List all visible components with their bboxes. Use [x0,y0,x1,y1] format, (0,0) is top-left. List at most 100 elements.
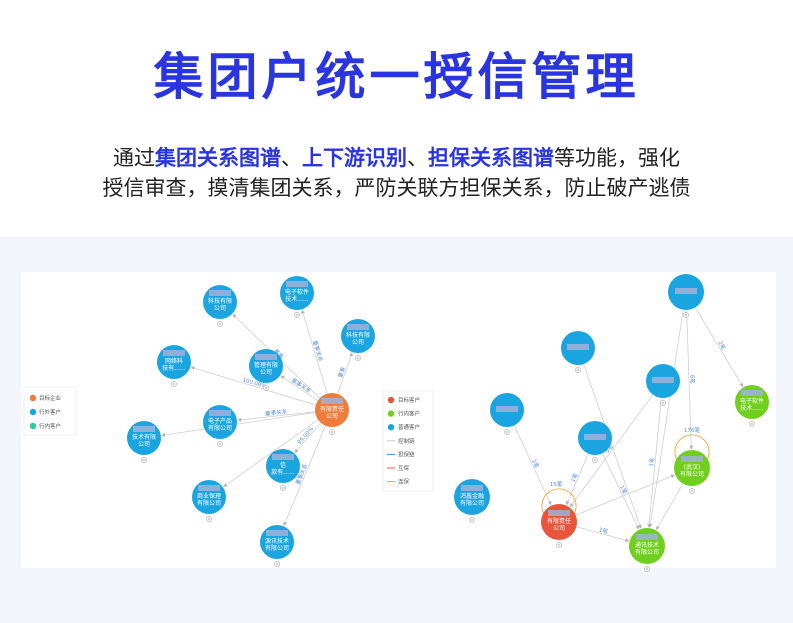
page-title: 集团户统一授信管理 [153,48,640,106]
graph-edge [656,483,684,531]
graph-edge [686,309,694,450]
node-label: 科技有限 [346,331,370,339]
graph-edge [569,394,654,508]
node-label: 鸿鑫金融 [460,492,484,500]
redacted-name-bar [255,354,277,360]
graph-edge [280,375,319,401]
legend-swatch [29,394,37,402]
left-node-n5[interactable]: 网络科技有...... [157,345,191,387]
node-label: (武汉) [684,463,701,471]
node-label: 有限公司 [635,548,659,556]
redacted-name-bar [461,485,483,491]
legend-swatch [387,396,395,404]
subtitle-line-1: 通过集团关系图谱、上下游识别、担保关系图谱等功能，强化 [0,143,793,173]
redacted-name-bar [681,456,703,462]
edge-label: 176笔 [684,426,700,434]
edge-label: 董事关系 [311,339,325,363]
legend-label: 目标客户 [398,396,420,404]
edge-label: 2笔 [716,339,728,351]
legend-swatch [29,422,37,430]
graph-edge [647,397,662,528]
node-label: 有限公司 [208,424,232,432]
subtitle-separator: 、 [407,146,428,170]
right-node-r7[interactable]: (武汉)有限公司 [674,450,710,494]
header-area: 集团户统一授信管理 通过集团关系图谱、上下游识别、担保关系图谱等功能，强化 授信… [0,0,793,237]
subtitle-separator: 、 [281,146,302,170]
redacted-name-bar [209,410,231,416]
subtitle-line-2: 授信审查，摸清集团关系，严防关联方担保关系，防止破产逃债 [102,176,691,200]
node-label: 技有...... [162,364,186,372]
redacted-name-bar [209,290,231,296]
subtitle-highlight-supply-chain: 上下游识别 [302,146,407,170]
left-node-n8[interactable]: 信款有...... [266,449,300,491]
node-label: 源讯技术 [265,537,289,545]
legend-label: 行内客户 [398,410,420,418]
redacted-name-bar [548,510,570,516]
node-label: 有限责任 [547,517,571,525]
node-label: 电子软件 [285,288,309,296]
graph-edge [513,425,552,506]
subtitle-highlight-group-graph: 集团关系图谱 [155,146,281,170]
subtitle-highlight-guarantee-graph: 担保关系图谱 [428,146,554,170]
right-node-r1[interactable] [668,274,704,318]
node-label: 有限公司 [265,544,289,552]
node-label: 管理有限 [254,361,278,369]
right-node-r6[interactable]: 电子软件技术...... [735,385,769,427]
edge-label: 15笔 [550,480,563,488]
legend-label: 控制链 [398,437,415,445]
node-label: 公司 [326,413,338,420]
legend-label: 担保链 [398,450,415,458]
redacted-name-bar [272,454,294,460]
edge-label: 1笔 [647,457,656,467]
legend-label: 行外客户 [39,408,61,416]
redacted-name-bar [567,344,589,350]
node-label: 通讯技术 [635,541,659,549]
legend-label: 目标企业 [39,394,62,402]
edge-label: 1笔 [530,458,541,470]
graph-edge [301,309,328,394]
right-node-r4[interactable] [490,393,524,435]
node-label: 款有...... [271,468,295,476]
legend-label: 行内客户 [39,422,61,430]
redacted-name-bar [286,281,308,287]
graph-edge [576,526,630,543]
right-node-r5[interactable] [578,421,612,463]
subtitle-text: 通过 [113,146,155,170]
legend-swatch [387,410,395,417]
node-label: 电子产品 [208,417,232,425]
subtitle-text: 等功能，强化 [554,146,680,170]
graph-edge [190,366,316,406]
node-label: 技术有限 [132,433,156,441]
right-node-r2[interactable] [561,331,595,373]
node-label: 技术...... [285,295,309,303]
redacted-name-bar [584,434,606,440]
graph-edge [294,422,322,453]
redacted-name-bar [266,530,288,536]
node-label: 科技有限 [208,297,232,305]
node-label: 商业保理 [197,492,221,500]
node-label: 有限公司 [680,470,704,478]
redacted-name-bar [321,398,343,404]
right-node-r3[interactable] [646,364,680,406]
left-node-n2[interactable]: 电子软件技术...... [280,276,314,318]
node-label: 公司 [214,305,226,312]
page-subtitle: 通过集团关系图谱、上下游识别、担保关系图谱等功能，强化 授信审查，摸清集团关系，… [0,143,793,203]
edge-label: 1笔 [618,484,629,496]
redacted-name-bar [496,406,518,412]
edge-label: 6笔 [688,375,696,385]
graph-edge [602,453,640,530]
graph-edge [223,419,319,487]
